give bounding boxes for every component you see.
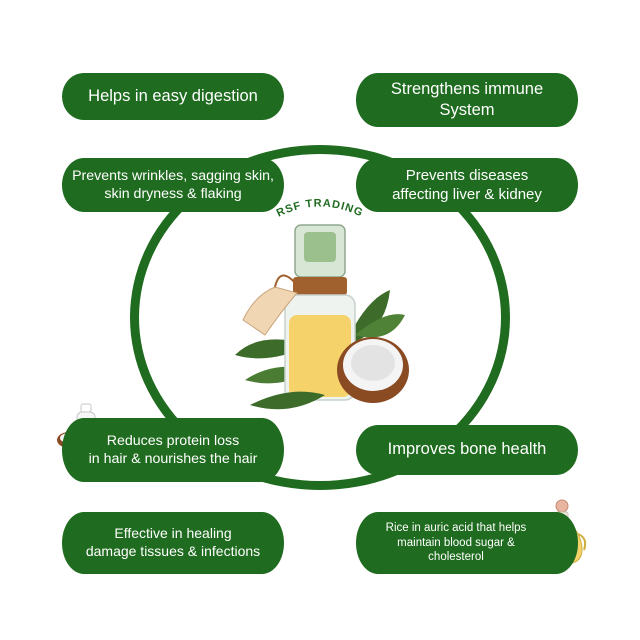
benefit-pill-skin: Prevents wrinkles, sagging skin, skin dr… [62, 158, 284, 212]
benefit-pill-blood-sugar: Rice in auric acid that helps maintain b… [356, 512, 578, 574]
benefit-label: Prevents diseases affecting liver & kidn… [392, 166, 542, 203]
benefit-label: Effective in healing damage tissues & in… [85, 525, 261, 559]
benefit-label: Rice in auric acid that helps maintain b… [385, 521, 527, 564]
benefit-label: Improves bone health [387, 440, 547, 459]
benefit-pill-healing: Effective in healing damage tissues & in… [62, 512, 284, 574]
benefit-label: Helps in easy digestion [88, 86, 258, 105]
benefit-pill-bone: Improves bone health [356, 425, 578, 475]
benefit-pill-immune: Strengthens immune System [356, 73, 578, 127]
benefit-pill-liver-kidney: Prevents diseases affecting liver & kidn… [356, 158, 578, 212]
benefit-pill-hair: Reduces protein loss in hair & nourishes… [62, 418, 284, 482]
center-ring [130, 145, 510, 490]
benefit-label: Strengthens immune System [390, 79, 544, 119]
benefit-label: Prevents wrinkles, sagging skin, skin dr… [72, 167, 274, 202]
benefit-pill-digestion: Helps in easy digestion [62, 73, 284, 120]
coconut-oil-bottle-icon: RSF TRADING [235, 197, 409, 410]
brand-label: RSF TRADING [275, 197, 365, 219]
benefit-label: Reduces protein loss in hair & nourishes… [88, 432, 258, 467]
